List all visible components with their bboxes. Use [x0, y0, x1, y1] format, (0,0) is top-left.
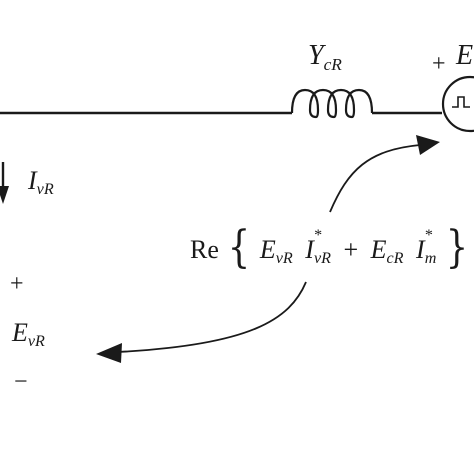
- expr-t4: I* m: [416, 228, 436, 267]
- expr-t1-main: E: [259, 235, 276, 264]
- expr-close-brace: }: [445, 222, 469, 273]
- source-circle: [441, 75, 474, 133]
- ivr-sub: vR: [36, 181, 54, 199]
- power-curve-upper: [329, 144, 421, 213]
- square-wave-icon: [452, 96, 470, 108]
- evr-label: EvR: [12, 318, 45, 350]
- evr-minus-label: −: [14, 369, 28, 395]
- source-e-label: E: [456, 40, 474, 71]
- expr-t2-main: I: [305, 235, 314, 264]
- expr-t3: EcR: [370, 235, 404, 268]
- expr-t4-star: *: [424, 227, 433, 245]
- ivr-main: I: [28, 166, 37, 195]
- expr-t3-main: E: [370, 235, 387, 264]
- inductor-coil: [290, 88, 374, 119]
- expr-t1: EvR: [259, 235, 293, 268]
- expr-t2: I* vR: [305, 228, 331, 267]
- ycr-sub: cR: [323, 54, 342, 74]
- expr-re: Re: [190, 235, 219, 264]
- ycr-main: Y: [308, 40, 324, 71]
- ivr-label: IvR: [28, 166, 54, 198]
- power-curve-lower: [117, 281, 307, 353]
- expr-t4-main: I: [416, 235, 425, 264]
- ivr-arrow-head: [0, 186, 9, 204]
- power-arrow-head-upper: [416, 135, 440, 155]
- evr-main: E: [12, 318, 28, 347]
- expr-t3-sub: cR: [386, 250, 404, 268]
- power-arrow-head-lower: [96, 343, 122, 363]
- expr-t2-sub: vR: [313, 250, 331, 268]
- evr-plus-label: +: [10, 271, 24, 297]
- expr-t1-sub: vR: [275, 250, 293, 268]
- expr-op1: +: [343, 235, 359, 264]
- source-plus-label: +: [432, 51, 446, 77]
- evr-sub: vR: [27, 333, 45, 351]
- expr-t4-sub: m: [424, 250, 437, 268]
- ycr-label: YcR: [308, 40, 342, 73]
- expr-open-brace: {: [228, 222, 251, 273]
- expr-t2-star: *: [314, 227, 323, 245]
- power-expression: Re { EvR I*vR + EcR I*m }: [190, 222, 471, 270]
